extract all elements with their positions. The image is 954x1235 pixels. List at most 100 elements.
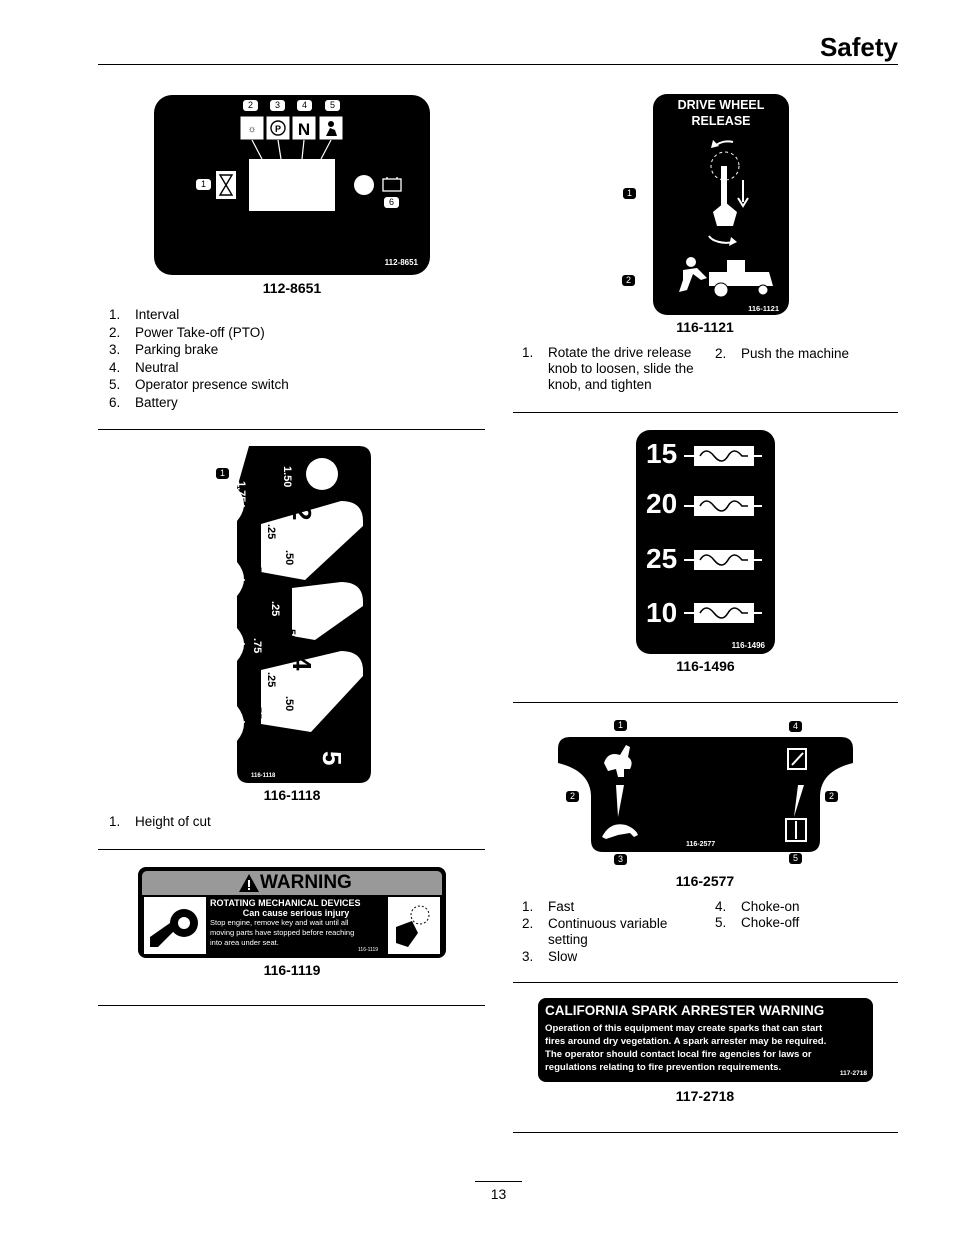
hour-display xyxy=(249,159,335,211)
list-item: 2.Continuous variable setting xyxy=(522,915,668,948)
decal-code-small: 112-8651 xyxy=(384,258,418,267)
divider xyxy=(98,1005,485,1006)
turtle-icon xyxy=(602,824,638,839)
list-item: 4.Choke-on xyxy=(715,899,800,914)
setting-3: 3 xyxy=(287,589,317,604)
warning-triangle-icon xyxy=(239,874,259,892)
choke-on-icon xyxy=(787,748,807,770)
throttle-choke-graphic xyxy=(558,737,853,852)
callout-1: 1 xyxy=(614,720,627,731)
divider xyxy=(513,702,898,703)
divider xyxy=(513,412,898,413)
footer-rule xyxy=(475,1181,522,1182)
pto-icon: ☼ xyxy=(247,124,256,135)
fuse-25-label: 25 xyxy=(646,543,678,574)
height-of-cut-graphic xyxy=(237,446,371,783)
list-item: 1.Interval xyxy=(109,307,180,322)
page-title: Safety xyxy=(819,32,898,62)
header-rule xyxy=(98,64,898,65)
callout-2: 2 xyxy=(622,275,635,286)
list-item: 1.Rotate the drive release knob to loose… xyxy=(522,345,694,392)
mark-50: .50 xyxy=(283,550,295,566)
list-item: 4.Neutral xyxy=(109,359,179,375)
list-item: 3.Parking brake xyxy=(109,342,219,357)
callout-2: 2 xyxy=(247,100,253,110)
warning-banner: WARNING xyxy=(142,871,442,895)
decal-code-small: 116-1118 xyxy=(251,773,276,779)
fuse-10-label: 10 xyxy=(646,597,678,628)
page-number: 13 xyxy=(490,1186,507,1202)
mark-50: .50 xyxy=(285,626,297,642)
mark-50: .50 xyxy=(283,696,295,712)
list-item: 3.Slow xyxy=(522,948,578,964)
list-item: 6.Battery xyxy=(109,394,178,410)
decal-116-1496: 15 20 25 10 116-1496 xyxy=(636,430,775,654)
decal-caption-117-2718: 117-2718 xyxy=(675,1088,735,1104)
person-icon xyxy=(686,257,696,267)
callout-1: 1 xyxy=(200,179,206,189)
release-lever-icon xyxy=(721,166,727,214)
decal-code-small: 116-1121 xyxy=(748,304,779,313)
setting-2: 2 xyxy=(287,506,317,521)
hazard-icon-box xyxy=(144,897,206,954)
decal-code-small: 117-2718 xyxy=(839,1070,867,1077)
down-arrow-icon xyxy=(737,197,749,208)
fuse-icon xyxy=(684,496,762,516)
decal-caption-116-1119: 116-1119 xyxy=(263,962,321,978)
list-item: 1.Height of cut xyxy=(109,814,211,829)
decal-code-small: 116-1119 xyxy=(358,947,379,953)
indicator-light xyxy=(354,175,374,195)
callout-5: 5 xyxy=(329,100,335,110)
fuse-icon xyxy=(684,550,762,570)
drive-release-graphic xyxy=(679,140,773,298)
callout-3: 3 xyxy=(614,854,627,865)
spark-arrester-heading: CALIFORNIA SPARK ARRESTER WARNING xyxy=(545,1003,825,1018)
decal-heading: DRIVE WHEEL RELEASE xyxy=(677,98,765,128)
warning-text: ROTATING MECHANICAL DEVICES Can cause se… xyxy=(210,898,361,947)
divider xyxy=(98,429,485,430)
mark-25: .25 xyxy=(269,601,281,617)
setting-4: 4 xyxy=(287,656,317,671)
warning-heading: WARNING xyxy=(260,872,352,893)
battery-icon xyxy=(382,178,402,192)
fuse-icon xyxy=(684,446,762,466)
hand-icon-box xyxy=(388,897,440,954)
legend-116-2577-right: 4.Choke-on 5.Choke-off xyxy=(715,899,885,931)
decal-112-8651: ☼ P N 2 3 4 5 1 6 112-8651 xyxy=(154,95,430,275)
list-item: 1.Fast xyxy=(522,899,575,914)
mark-75: .75 xyxy=(251,704,263,720)
decal-code-small: 116-2577 xyxy=(686,841,716,848)
divider xyxy=(98,849,485,850)
callout-2: 2 xyxy=(566,791,579,802)
list-item: 5.Choke-off xyxy=(715,915,800,930)
callout-2: 2 xyxy=(825,791,838,802)
neutral-icon: N xyxy=(298,120,310,139)
mark-75: .75 xyxy=(251,638,263,654)
variable-wedge-right xyxy=(794,785,804,817)
decal-116-1121: DRIVE WHEEL RELEASE 116-1121 xyxy=(653,94,789,315)
spark-arrester-body: Operation of this equipment may create s… xyxy=(545,1023,827,1073)
decal-caption-112-8651: 112-8651 xyxy=(262,280,322,296)
legend-116-1121-left: 1.Rotate the drive release knob to loose… xyxy=(522,345,702,393)
fuse-icons xyxy=(684,446,762,623)
decal-116-1118: 1.75 1.50 .25 .50 .75 .25 .50 .75 .25 .5… xyxy=(235,446,371,783)
decal-caption-116-1496: 116-1496 xyxy=(676,658,735,674)
legend-116-2577-left: 1.Fast 2.Continuous variable setting 3.S… xyxy=(522,899,707,965)
fuse-15-label: 15 xyxy=(646,438,678,469)
mark-1-50: 1.50 xyxy=(281,466,293,488)
choke-off-icon xyxy=(785,818,807,842)
list-item: 2.Push the machine xyxy=(715,346,850,361)
fuse-20-label: 20 xyxy=(646,488,678,519)
divider xyxy=(513,982,898,983)
legend-116-1118: 1.Height of cut xyxy=(109,813,211,831)
variable-wedge-left xyxy=(616,785,624,817)
callout-1: 1 xyxy=(623,188,636,199)
setting-5: 5 xyxy=(317,751,347,766)
mark-75: .75 xyxy=(251,564,263,580)
divider xyxy=(513,1132,898,1133)
mark-25: .25 xyxy=(265,524,277,540)
list-item: 2.Power Take-off (PTO) xyxy=(109,324,265,340)
callout-4: 4 xyxy=(789,721,802,732)
mark-25: .25 xyxy=(265,672,277,688)
legend-116-1121-right: 2.Push the machine xyxy=(715,345,885,363)
